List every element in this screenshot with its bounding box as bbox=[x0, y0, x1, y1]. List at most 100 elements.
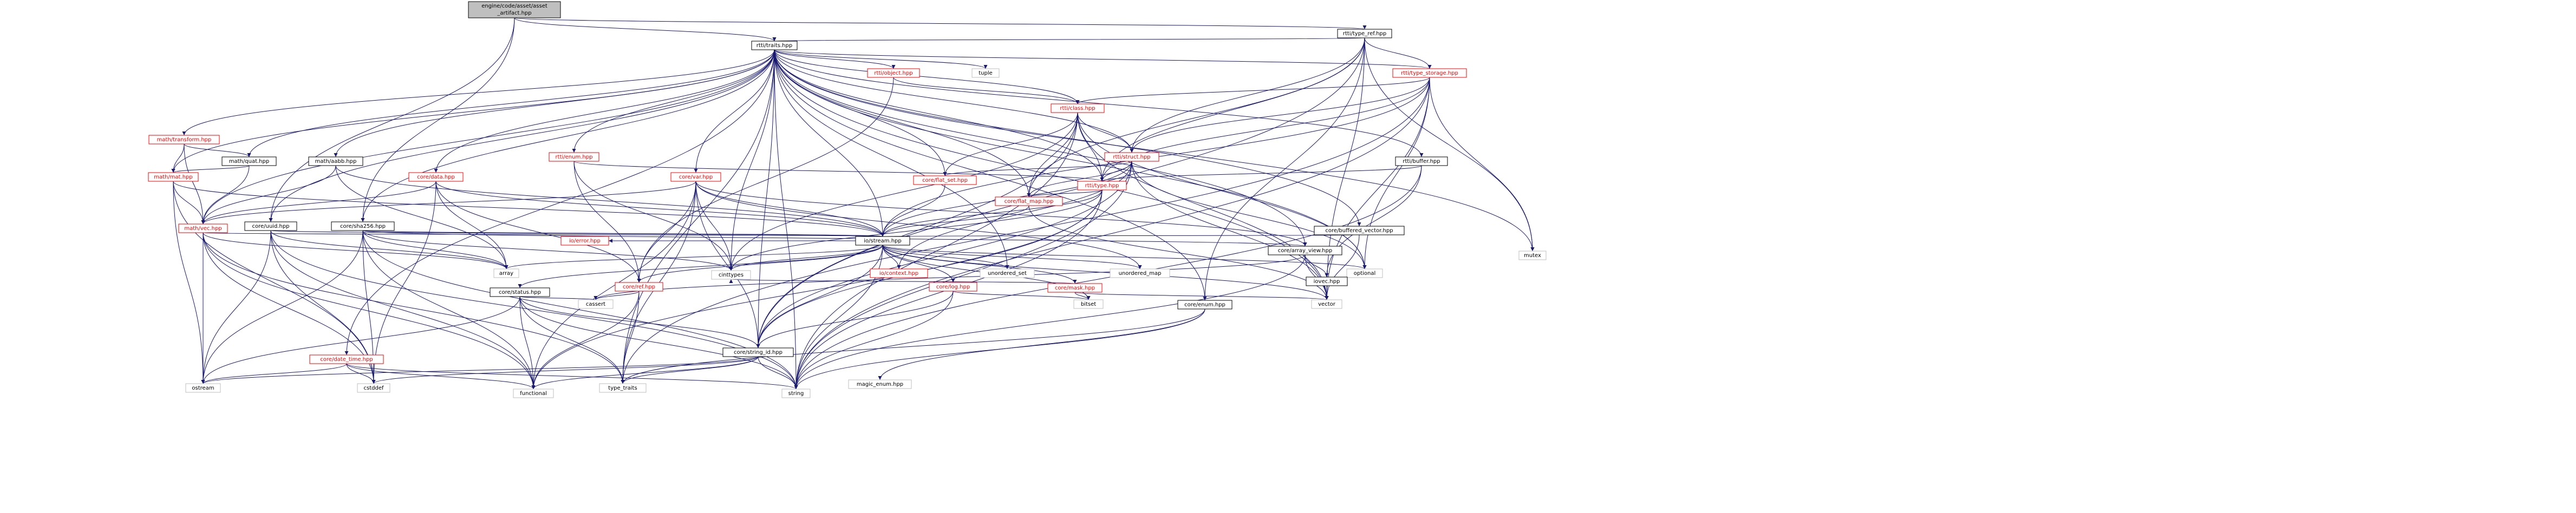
edge-rtti_traits-to-math_mat bbox=[171, 49, 775, 173]
node-math-aabb[interactable]: math/aabb.hpp bbox=[308, 156, 363, 166]
edge-rtti_type_storage-to-rtti_struct bbox=[1130, 77, 1430, 153]
edge-io_stream-to-core_mask bbox=[882, 245, 1077, 284]
node-io-error[interactable]: io/error.hpp bbox=[560, 236, 609, 246]
edge-core_data-to-cstddef bbox=[371, 181, 436, 384]
node-rtti-type-storage[interactable]: rtti/type_storage.hpp bbox=[1392, 68, 1467, 78]
node-label: core/array_view.hpp bbox=[1278, 248, 1333, 254]
edge-math_mat-to-math_vec bbox=[173, 181, 205, 225]
node-core-flat-map[interactable]: core/flat_map.hpp bbox=[995, 196, 1063, 206]
node-box bbox=[971, 68, 1000, 78]
node-box bbox=[913, 175, 977, 185]
edge-core_mask-to-vector bbox=[1074, 292, 1329, 300]
edge-rtti_type_storage-to-rtti_class bbox=[1075, 77, 1430, 104]
node-label: engine/code/asset/asset bbox=[481, 3, 547, 9]
node-core-uuid[interactable]: core/uuid.hpp bbox=[244, 221, 297, 231]
edge-core_var-to-cinttypes bbox=[695, 181, 733, 271]
node-box bbox=[331, 221, 395, 231]
edge-rtti_traits-to-core_array_view bbox=[774, 49, 1307, 247]
edge-rtti_type_ref-to-core_flat_map bbox=[1027, 37, 1365, 198]
edge-core_enum-to-magic_enum bbox=[878, 308, 1205, 380]
node-rtti-buffer[interactable]: rtti/buffer.hpp bbox=[1395, 156, 1448, 166]
node-box bbox=[1306, 277, 1348, 286]
edge-core_status-to-functional bbox=[519, 296, 536, 390]
edge-rtti_type_ref-to-rtti_type_storage bbox=[1364, 37, 1432, 69]
edge-rtti_type_ref-to-rtti_struct bbox=[1130, 37, 1365, 153]
node-label: tuple bbox=[979, 70, 993, 76]
edge-rtti_traits-to-core_string_id bbox=[756, 49, 775, 348]
edge-rtti_type-to-functional bbox=[531, 189, 1103, 390]
node-box bbox=[980, 268, 1035, 278]
node-root[interactable]: engine/code/asset/asset_artifact.hpp bbox=[468, 1, 561, 18]
node-box bbox=[493, 268, 519, 278]
edge-rtti_traits-to-cinttypes bbox=[729, 49, 775, 271]
node-math-vec[interactable]: math/vec.hpp bbox=[178, 223, 228, 233]
edge-rtti_struct-to-string bbox=[794, 161, 1132, 390]
node-box bbox=[1392, 68, 1467, 78]
edge-core_string_id-to-string bbox=[758, 356, 798, 390]
node-io-stream[interactable]: io/stream.hpp bbox=[855, 236, 910, 246]
node-rtti-object[interactable]: rtti/object.hpp bbox=[867, 68, 920, 78]
node-rtti-type-ref[interactable]: rtti/type_ref.hpp bbox=[1337, 29, 1392, 38]
edge-io_stream-to-unordered_set bbox=[882, 245, 1009, 269]
node-core-mask[interactable]: core/mask.hpp bbox=[1047, 283, 1103, 293]
edge-core_sha256-to-io_stream bbox=[362, 230, 884, 237]
node-label: core/enum.hpp bbox=[1184, 302, 1225, 308]
node-core-data[interactable]: core/data.hpp bbox=[408, 172, 464, 182]
edge-math_vec-to-io_stream bbox=[203, 232, 883, 237]
edge-rtti_traits-to-rtti_type bbox=[774, 49, 1104, 182]
node-box bbox=[670, 172, 721, 182]
node-core-buffered-vector[interactable]: core/buffered_vector.hpp bbox=[1314, 226, 1405, 235]
node-core-log[interactable]: core/log.hpp bbox=[929, 282, 977, 292]
node-rtti-type[interactable]: rtti/type.hpp bbox=[1077, 181, 1127, 190]
edge-rtti_traits-to-unordered_set bbox=[774, 49, 1009, 269]
edge-rtti_traits-to-core_data bbox=[434, 49, 775, 173]
node-box bbox=[244, 221, 297, 231]
edge-rtti_traits-to-core_enum bbox=[774, 49, 1207, 301]
edge-core_var-to-core_string_id bbox=[695, 181, 760, 348]
node-core-enum[interactable]: core/enum.hpp bbox=[1177, 300, 1232, 310]
node-rtti-class[interactable]: rtti/class.hpp bbox=[1051, 103, 1105, 113]
node-optional: optional bbox=[1346, 268, 1383, 278]
node-unordered-set: unordered_set bbox=[980, 268, 1035, 278]
node-rtti-enum[interactable]: rtti/enum.hpp bbox=[549, 152, 599, 162]
node-core-status[interactable]: core/status.hpp bbox=[490, 287, 550, 297]
node-label: cassert bbox=[586, 301, 605, 307]
node-label: math/vec.hpp bbox=[184, 226, 221, 232]
edge-core_uuid-to-string bbox=[270, 230, 798, 390]
node-core-date-time[interactable]: core/date_time.hpp bbox=[309, 354, 384, 364]
node-cstddef: cstddef bbox=[357, 383, 390, 393]
node-box bbox=[711, 270, 751, 280]
edge-io_stream-to-core_status bbox=[518, 245, 883, 288]
node-rtti-struct[interactable]: rtti/struct.hpp bbox=[1104, 152, 1159, 162]
edge-core_data-to-io_stream bbox=[435, 181, 885, 237]
edge-io_stream-to-cinttypes bbox=[729, 245, 883, 271]
node-label: string bbox=[788, 391, 804, 397]
node-math-quat[interactable]: math/quat.hpp bbox=[221, 156, 277, 166]
edge-rtti_struct-to-optional bbox=[1131, 161, 1367, 269]
node-core-var[interactable]: core/var.hpp bbox=[670, 172, 721, 182]
node-core-string-id[interactable]: core/string_id.hpp bbox=[722, 347, 794, 357]
node-label: core/sha256.hpp bbox=[340, 223, 386, 229]
node-label: core/buffered_vector.hpp bbox=[1325, 228, 1393, 234]
node-iovec[interactable]: iovec.hpp bbox=[1306, 277, 1348, 286]
edge-rtti_traits-to-core_buffered_vector bbox=[774, 49, 1361, 227]
edge-core_mask-to-cinttypes bbox=[729, 279, 1075, 284]
node-box bbox=[722, 347, 794, 357]
node-core-flat-set[interactable]: core/flat_set.hpp bbox=[913, 175, 977, 185]
node-core-sha256[interactable]: core/sha256.hpp bbox=[331, 221, 395, 231]
node-core-ref[interactable]: core/ref.hpp bbox=[615, 282, 663, 292]
node-math-transform[interactable]: math/transform.hpp bbox=[148, 135, 220, 144]
node-math-mat[interactable]: math/mat.hpp bbox=[148, 172, 199, 182]
node-io-context[interactable]: io/context.hpp bbox=[870, 268, 928, 278]
edge-core_enum-to-type_traits bbox=[621, 308, 1205, 384]
edge-core_array_view-to-iovec bbox=[1305, 254, 1329, 278]
edge-rtti_class-to-core_flat_map bbox=[1027, 112, 1078, 198]
edge-core_log-to-string bbox=[794, 291, 954, 390]
edge-rtti_traits-to-rtti_type_storage bbox=[774, 49, 1432, 69]
edge-core_var-to-functional bbox=[531, 181, 696, 390]
edge-core_log-to-core_string_id bbox=[756, 291, 954, 348]
edge-rtti_traits-to-core_uuid bbox=[269, 49, 775, 222]
node-rtti-traits[interactable]: rtti/traits.hpp bbox=[751, 41, 798, 50]
node-core-array-view[interactable]: core/array_view.hpp bbox=[1268, 246, 1342, 255]
node-label: rtti/object.hpp bbox=[874, 70, 912, 76]
